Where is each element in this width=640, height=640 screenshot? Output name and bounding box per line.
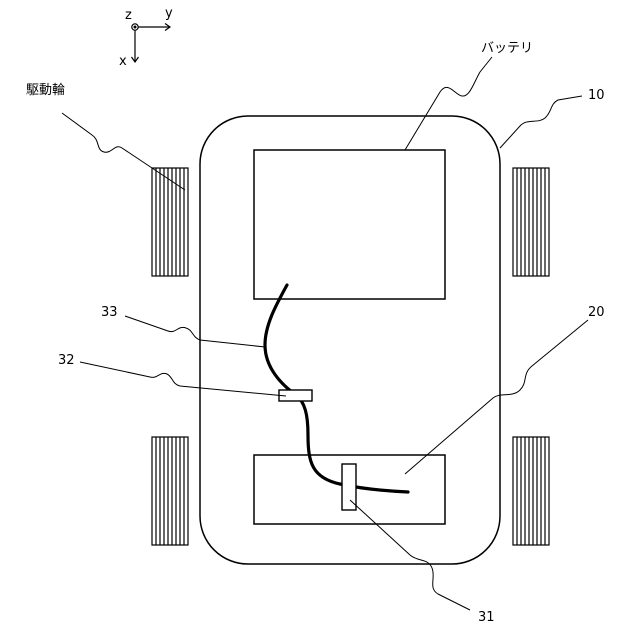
wheel-front-right — [513, 168, 549, 276]
wheel-rear-left — [152, 437, 188, 545]
leader-drive-wheel — [62, 113, 185, 190]
wheel-rear-right — [513, 437, 549, 545]
axis-x-label: x — [119, 55, 127, 68]
axis-indicator — [132, 24, 171, 63]
label-battery: バッテリ — [481, 42, 533, 55]
leader-32 — [80, 362, 286, 396]
battery-box — [254, 150, 445, 299]
leader-33 — [125, 316, 265, 347]
cable — [265, 285, 408, 492]
label-20: 20 — [588, 306, 605, 319]
wheel-front-left — [152, 168, 188, 276]
label-32: 32 — [58, 354, 75, 367]
leader-battery — [405, 57, 492, 150]
leader-10 — [500, 96, 582, 148]
leader-lines — [62, 57, 588, 610]
label-31: 31 — [478, 611, 495, 624]
axis-y-label: y — [165, 7, 173, 20]
leader-31 — [350, 500, 470, 610]
axis-z-label: z — [125, 9, 132, 22]
leader-20 — [405, 320, 588, 474]
label-33: 33 — [101, 306, 118, 319]
label-10: 10 — [588, 89, 605, 102]
label-drive-wheel: 駆動輪 — [26, 84, 65, 97]
